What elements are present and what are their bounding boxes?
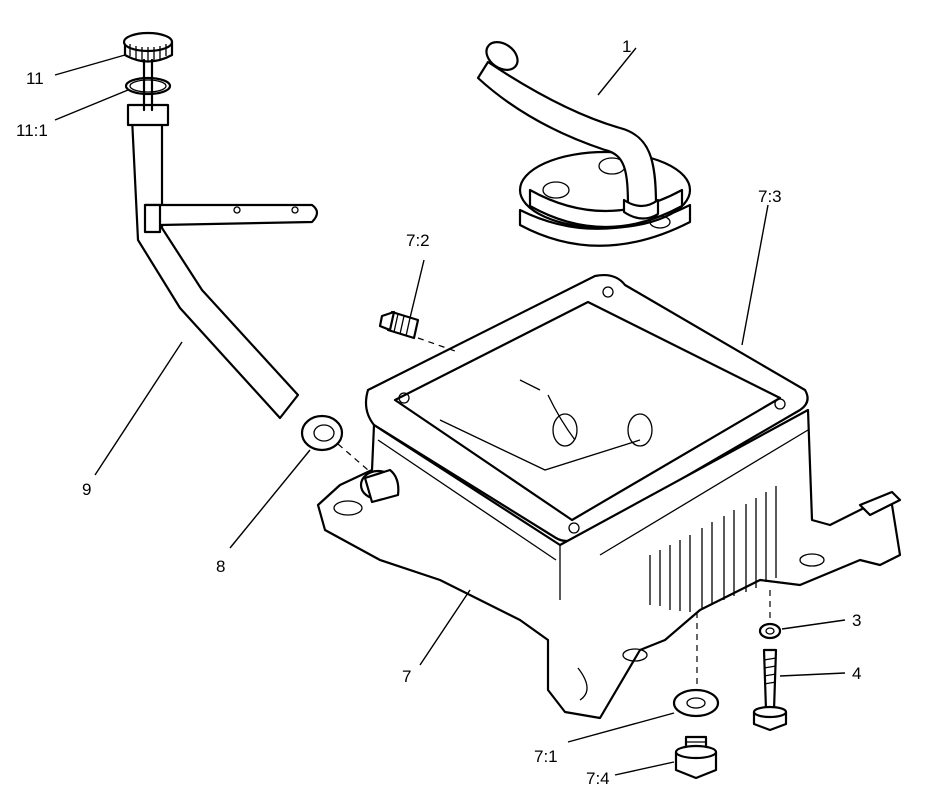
label-part-7-3: 7:3 (758, 187, 782, 206)
part-8-seal-ring (300, 414, 344, 452)
assembly-lines (337, 337, 771, 690)
part-7-2-plug (378, 310, 420, 340)
part-4-bolt (752, 648, 788, 732)
part-3-washer (758, 622, 782, 640)
label-part-7-1: 7:1 (534, 747, 558, 766)
part-1-breather-cover (476, 41, 692, 247)
part-7-gearbox-housing (316, 379, 902, 720)
label-part-9: 9 (82, 480, 91, 499)
label-part-7-4: 7:4 (586, 769, 610, 788)
label-part-4: 4 (852, 664, 861, 683)
part-11-dipstick-cap (122, 31, 174, 112)
part-7-3-gasket (364, 273, 809, 543)
leader-lines (54, 47, 846, 776)
label-part-3: 3 (852, 611, 861, 630)
label-part-11-1: 11:1 (16, 121, 48, 140)
part-labels: 1 7:3 7:2 11 11:1 9 8 7 3 4 7:1 7:4 (16, 37, 861, 788)
label-part-7: 7 (402, 667, 411, 686)
label-part-7-2: 7:2 (406, 231, 430, 250)
part-11-1-o-ring (124, 76, 172, 96)
label-part-11: 11 (26, 69, 44, 88)
part-9-dipstick-tube (126, 103, 319, 420)
part-7-1-washer (672, 688, 720, 718)
label-part-1: 1 (622, 37, 631, 56)
part-7-4-drain-plug (674, 735, 718, 780)
label-part-8: 8 (216, 557, 225, 576)
